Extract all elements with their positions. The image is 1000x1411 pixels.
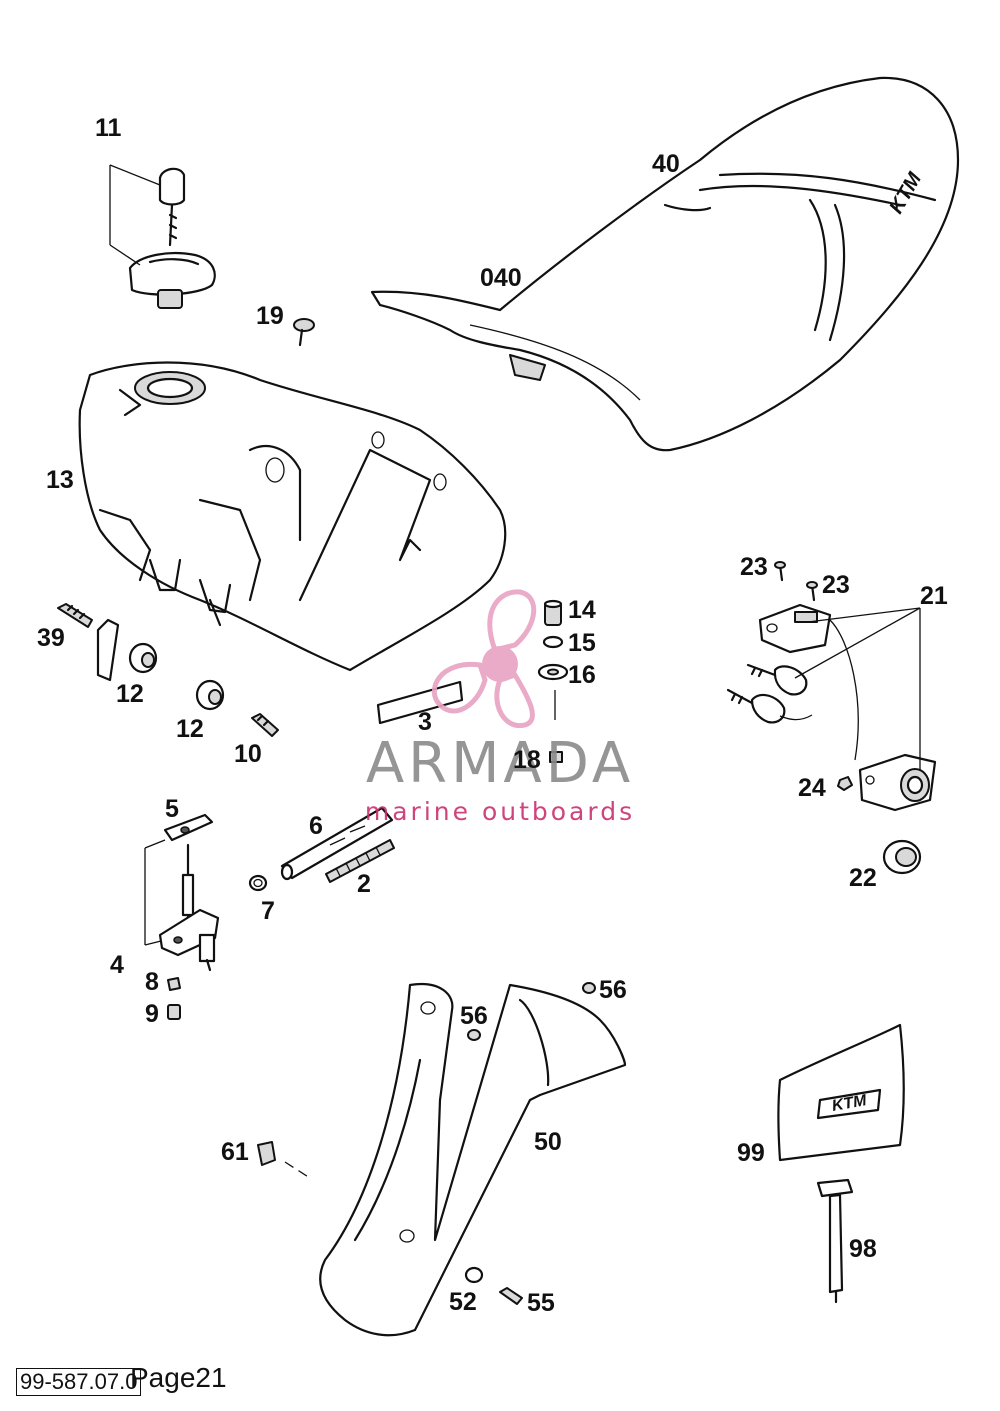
callout-14: 14 xyxy=(568,596,596,624)
seat-assembly: KTM xyxy=(370,76,960,452)
callout-23b: 23 xyxy=(822,571,850,599)
ignition-lock-21 xyxy=(858,753,937,812)
lock-housing-21 xyxy=(758,603,832,654)
callout-040: 040 xyxy=(480,264,522,292)
callout-labels: 11 40 040 19 13 14 15 16 23 23 21 39 12 … xyxy=(37,114,948,1317)
callout-52: 52 xyxy=(449,1288,477,1316)
drawing-code: 99-587.07.0 xyxy=(16,1368,142,1396)
key-21a xyxy=(746,663,808,696)
bolt-39 xyxy=(57,603,93,628)
callout-13: 13 xyxy=(46,466,74,494)
washer-15 xyxy=(542,635,564,649)
grommet-12a xyxy=(128,642,158,674)
callout-98: 98 xyxy=(849,1235,877,1263)
key-21b xyxy=(726,688,786,724)
callout-21: 21 xyxy=(920,582,948,610)
callout-61: 61 xyxy=(221,1138,249,1166)
screw-56b xyxy=(467,1029,481,1041)
callout-16: 16 xyxy=(568,661,596,689)
armada-watermark: ARMADA marine outboards xyxy=(365,589,635,826)
callout-12b: 12 xyxy=(176,715,204,743)
screw-23a xyxy=(774,561,786,582)
callout-56b: 56 xyxy=(460,1002,488,1030)
fuel-tap-4 xyxy=(158,843,220,972)
page-number: Page21 xyxy=(130,1362,227,1393)
callout-2: 2 xyxy=(357,870,371,898)
screw-9 xyxy=(167,1004,181,1020)
callout-23a: 23 xyxy=(740,553,768,581)
fuel-tank xyxy=(78,361,507,672)
washer-8 xyxy=(167,977,181,991)
fuel-hose-6 xyxy=(280,806,394,881)
nut-18 xyxy=(549,751,563,763)
watermark-tagline: marine outboards xyxy=(365,797,635,826)
fuel-tap-clip-5 xyxy=(163,813,214,842)
callout-18: 18 xyxy=(513,746,541,774)
callout-9: 9 xyxy=(145,1000,159,1028)
callout-12a: 12 xyxy=(116,680,144,708)
decal-99: KTM xyxy=(777,1023,905,1162)
callout-22: 22 xyxy=(849,864,877,892)
callout-11: 11 xyxy=(95,114,122,142)
callout-39: 39 xyxy=(37,624,65,652)
callout-8: 8 xyxy=(145,968,159,996)
screw-55 xyxy=(499,1287,523,1305)
key-tag-98 xyxy=(816,1178,854,1304)
screw-19 xyxy=(293,318,315,347)
bracket-39 xyxy=(96,618,120,682)
callout-7: 7 xyxy=(261,897,275,925)
callout-19: 19 xyxy=(256,302,284,330)
decal-brand-logo: KTM xyxy=(831,1092,869,1115)
callout-99: 99 xyxy=(737,1139,765,1167)
fuel-cap xyxy=(128,252,216,309)
callout-15: 15 xyxy=(568,629,596,657)
callout-56a: 56 xyxy=(599,976,627,1004)
callout-3: 3 xyxy=(418,708,432,736)
propeller-icon xyxy=(431,589,537,729)
bolt-14 xyxy=(543,599,563,626)
washer-52 xyxy=(464,1266,484,1284)
spring-2 xyxy=(325,839,395,883)
screw-10 xyxy=(251,713,279,737)
callout-55: 55 xyxy=(527,1289,555,1317)
screw-56a xyxy=(582,982,596,994)
hose-clip-7 xyxy=(248,874,268,892)
ignition-key-11 xyxy=(158,167,186,247)
watermark-word: ARMADA xyxy=(366,731,634,796)
screw-23b xyxy=(806,581,818,602)
callout-24: 24 xyxy=(798,774,826,802)
callout-10: 10 xyxy=(234,740,262,768)
side-cover-50 xyxy=(319,982,627,1337)
callout-6: 6 xyxy=(309,812,323,840)
bezel-22 xyxy=(882,839,922,875)
clip-61 xyxy=(257,1141,276,1166)
callout-4: 4 xyxy=(110,951,124,979)
grommet-12b xyxy=(195,679,225,711)
callout-5: 5 xyxy=(165,795,179,823)
nut-24 xyxy=(837,776,853,791)
callout-40: 40 xyxy=(652,150,680,178)
callout-50: 50 xyxy=(534,1128,562,1156)
